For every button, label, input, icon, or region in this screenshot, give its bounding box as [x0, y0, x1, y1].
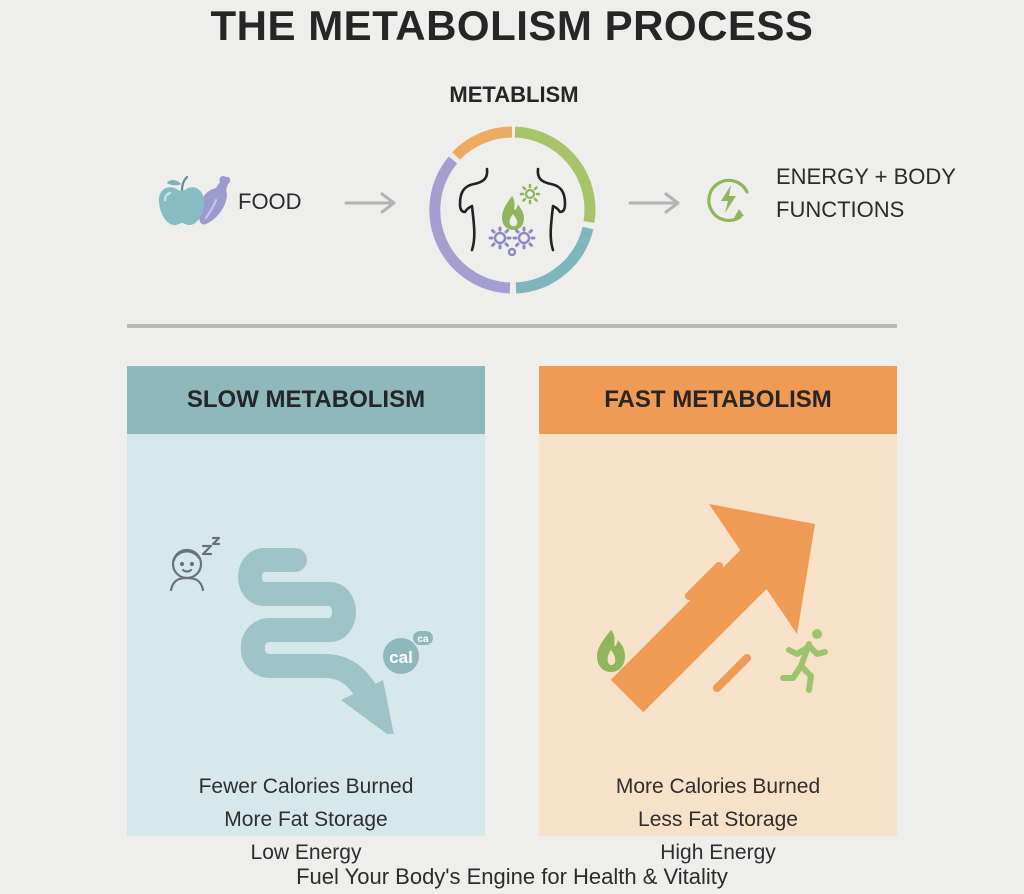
svg-text:cal: cal [389, 648, 413, 667]
running-person-icon [780, 629, 828, 693]
energy-output: ENERGY + BODY FUNCTIONS [704, 160, 956, 226]
energy-label: ENERGY + BODY FUNCTIONS [776, 160, 956, 226]
energy-label-line1: ENERGY + BODY [776, 164, 956, 189]
fast-line: Less Fat Storage [638, 808, 798, 831]
slow-line: Fewer Calories Burned [198, 775, 414, 798]
metabolism-wheel-icon [429, 126, 596, 294]
fast-panel-art [597, 504, 828, 713]
section-divider [127, 324, 897, 328]
flame-icon [597, 630, 625, 672]
fast-panel-lines: More Calories Burned Less Fat Storage Hi… [539, 770, 897, 869]
slow-line: More Fat Storage [224, 808, 388, 831]
calorie-badge-icon: cal ca [383, 631, 433, 674]
slow-panel-art: cal ca [169, 536, 433, 734]
food-input: FOOD [156, 172, 302, 232]
right-arrow-icon [628, 192, 680, 214]
fast-panel-body: More Calories Burned Less Fat Storage Hi… [539, 434, 897, 864]
fast-metabolism-panel: FAST METABOLISM [539, 366, 897, 864]
lightning-cycle-icon [707, 178, 749, 222]
winding-down-arrow-icon [238, 548, 394, 734]
slow-metabolism-panel: SLOW METABOLISM cal [127, 366, 485, 864]
fast-line: High Energy [660, 841, 776, 864]
energy-label-line2: FUNCTIONS [776, 197, 905, 222]
slow-panel-lines: Fewer Calories Burned More Fat Storage L… [127, 770, 485, 869]
footer-tagline: Fuel Your Body's Engine for Health & Vit… [296, 864, 728, 889]
sleeping-person-icon [169, 536, 221, 592]
fast-panel-title: FAST METABOLISM [539, 366, 897, 434]
fast-line: More Calories Burned [615, 775, 821, 798]
svg-text:ca: ca [417, 634, 429, 645]
metabolism-label: METABLISM [449, 82, 579, 107]
right-arrow-icon [344, 192, 396, 214]
slow-line: Low Energy [250, 841, 362, 864]
up-arrow-icon [610, 504, 815, 713]
page-title: THE METABOLISM PROCESS [210, 2, 814, 49]
slow-panel-body: cal ca Fewer Calories Burned More Fat St… [127, 434, 485, 864]
apple-drumstick-icon [158, 175, 231, 226]
slow-panel-title: SLOW METABOLISM [127, 366, 485, 434]
food-label: FOOD [238, 189, 302, 214]
